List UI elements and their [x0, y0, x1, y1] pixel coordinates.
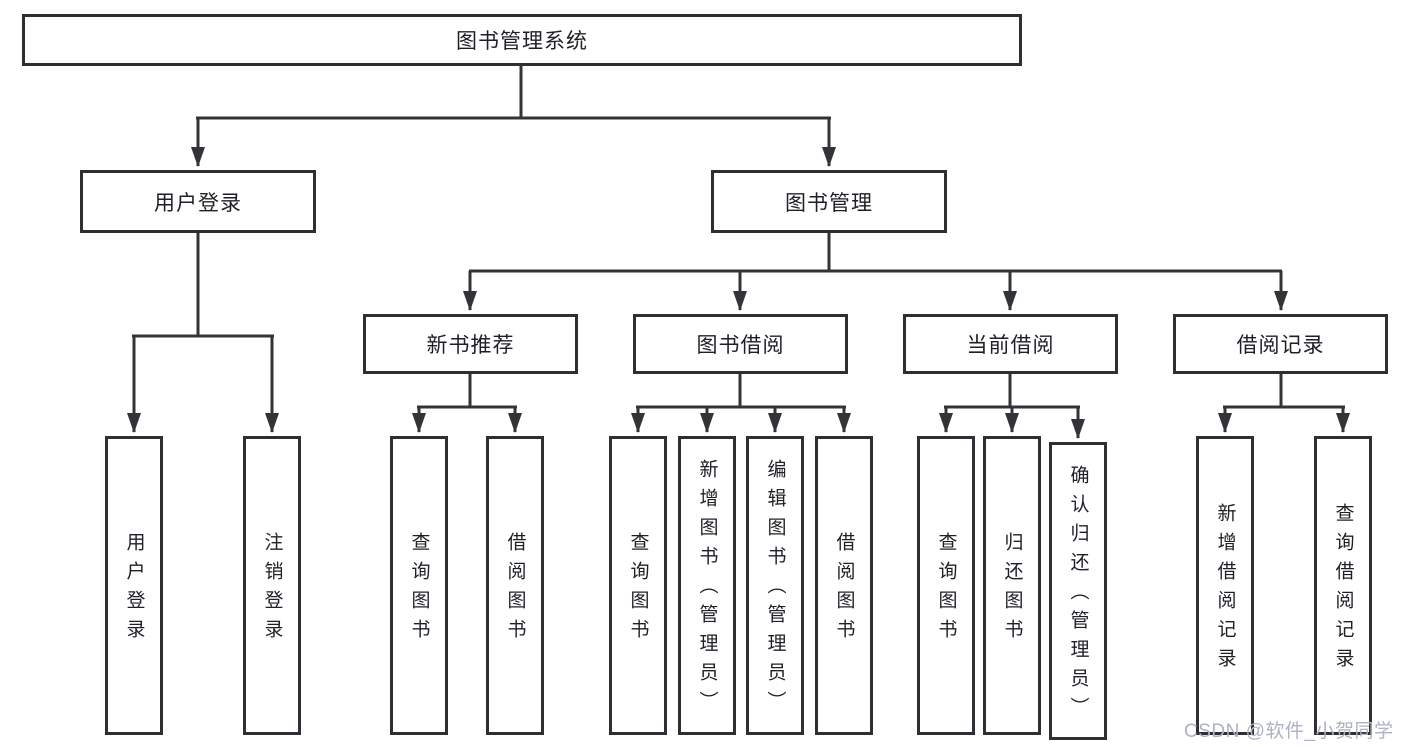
leaf-query-book-borrow: 查询图书	[609, 436, 667, 735]
csdn-watermark: CSDN @软件_小贺同学	[1184, 721, 1394, 742]
node-new-book-recommend: 新书推荐	[363, 314, 578, 374]
leaf-query-book-recommend: 查询图书	[390, 436, 448, 735]
leaf-borrow-book: 借阅图书	[815, 436, 873, 735]
node-user-login: 用户登录	[80, 170, 316, 233]
leaf-query-book-current: 查询图书	[917, 436, 975, 735]
node-book-borrow: 图书借阅	[633, 314, 848, 374]
leaf-return-book: 归还图书	[983, 436, 1041, 735]
leaf-user-login: 用户登录	[105, 436, 163, 735]
leaf-add-book-admin: 新增图书（管理员）	[678, 436, 736, 735]
leaf-confirm-return-admin: 确认归还（管理员）	[1049, 442, 1107, 740]
node-book-management: 图书管理	[711, 170, 947, 233]
node-borrow-record: 借阅记录	[1173, 314, 1388, 374]
leaf-add-borrow-record: 新增借阅记录	[1196, 436, 1254, 735]
leaf-logout: 注销登录	[243, 436, 301, 735]
node-library-management-system: 图书管理系统	[22, 14, 1022, 66]
leaf-query-borrow-record: 查询借阅记录	[1314, 436, 1372, 735]
leaf-borrow-book-recommend: 借阅图书	[486, 436, 544, 735]
node-current-borrow: 当前借阅	[903, 314, 1118, 374]
leaf-edit-book-admin: 编辑图书（管理员）	[746, 436, 804, 735]
